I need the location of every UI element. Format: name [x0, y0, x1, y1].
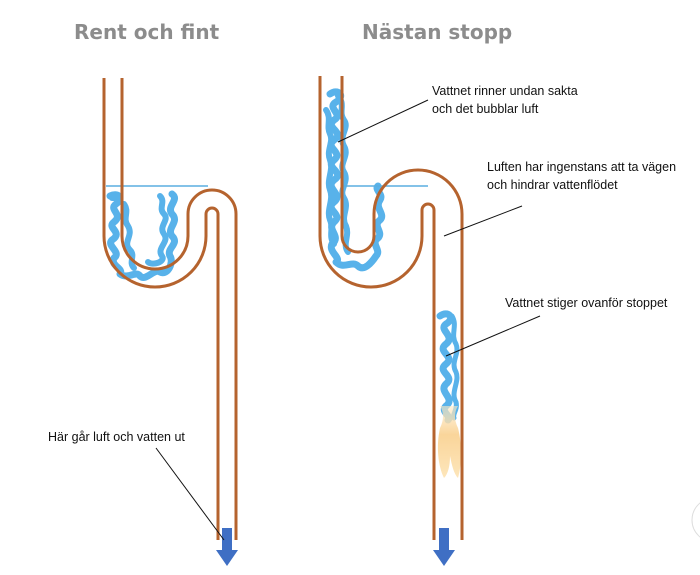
- title-clean: Rent och fint: [74, 20, 220, 44]
- trap-clean-pipe: [102, 78, 238, 540]
- trap-clogged-risen-water: [436, 310, 455, 424]
- trap-clogged-clog: [437, 406, 461, 478]
- leader-slow-drain: [337, 99, 429, 143]
- annotation-air-trapped-line2: och hindrar vattenflödet: [487, 178, 618, 192]
- corner-button[interactable]: [691, 498, 700, 542]
- trap-clean-outlet-arrow: [216, 528, 238, 566]
- trap-clean-water: [106, 190, 178, 281]
- trap-clogged: [318, 76, 464, 566]
- trap-clogged-outlet-arrow: [433, 528, 455, 566]
- trap-clean: [102, 78, 238, 566]
- annotation-water-rises: Vattnet stiger ovanför stoppet: [505, 296, 668, 310]
- title-clogged: Nästan stopp: [362, 20, 513, 44]
- annotation-slow-drain-line2: och det bubblar luft: [432, 102, 539, 116]
- leader-water-rises: [445, 315, 541, 357]
- leader-outlet: [155, 447, 225, 541]
- annotation-slow-drain-line1: Vattnet rinner undan sakta: [432, 84, 578, 98]
- leader-air-trapped: [443, 205, 523, 237]
- annotation-slow-drain: Vattnet rinner undan sakta och det bubbl…: [432, 82, 578, 118]
- annotation-outlet: Här går luft och vatten ut: [48, 430, 185, 444]
- annotation-air-trapped-line1: Luften har ingenstans att ta vägen: [487, 160, 677, 174]
- annotation-air-trapped: Luften har ingenstans att ta vägen och h…: [487, 158, 676, 194]
- trap-clogged-pipe: [318, 76, 464, 540]
